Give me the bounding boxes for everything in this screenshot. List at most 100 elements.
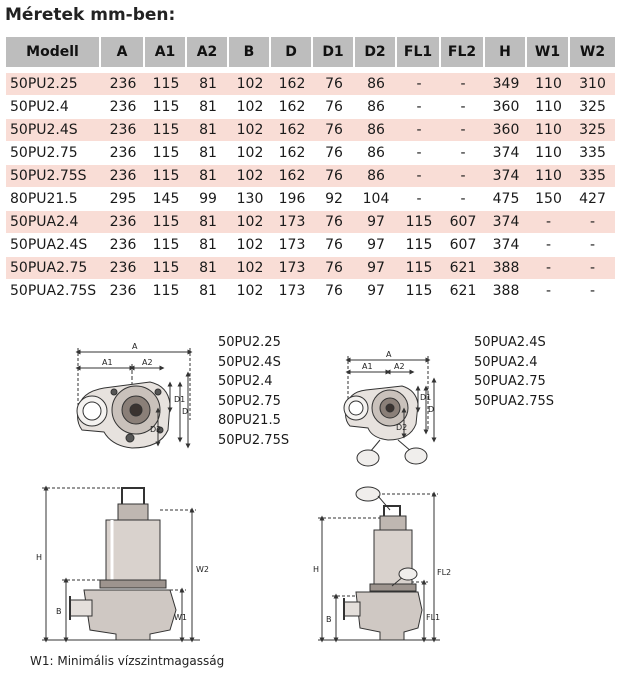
model-list-pua: 50PUA2.4S 50PUA2.4 50PUA2.75 50PUA2.75S xyxy=(474,333,554,411)
table-cell: 115 xyxy=(397,279,441,302)
dim-label-fl2: FL2 xyxy=(437,568,451,577)
table-cell: 374 xyxy=(485,210,527,233)
model-list-item: 50PU2.4S xyxy=(218,354,281,370)
table-cell: 81 xyxy=(187,72,229,95)
table-cell: 86 xyxy=(355,164,397,187)
table-cell: 76 xyxy=(313,141,355,164)
table-cell: 97 xyxy=(355,210,397,233)
table-cell: 102 xyxy=(229,164,271,187)
model-list-pu: 50PU2.25 50PU2.4S 50PU2.4 50PU2.75 80PU2… xyxy=(218,333,289,450)
dim-label-a: A xyxy=(132,342,138,351)
table-cell: 236 xyxy=(101,141,145,164)
dim-label-a1-pua: A1 xyxy=(362,362,373,371)
table-cell: 110 xyxy=(527,141,570,164)
table-cell: 236 xyxy=(101,233,145,256)
table-cell: 162 xyxy=(271,118,313,141)
column-header: D1 xyxy=(313,37,355,67)
model-list-item: 50PU2.4 xyxy=(218,374,273,389)
table-cell: 145 xyxy=(145,187,187,210)
column-header: FL2 xyxy=(441,37,485,67)
column-header: W2 xyxy=(570,37,615,67)
table-cell: 374 xyxy=(485,141,527,164)
table-cell: 102 xyxy=(229,141,271,164)
model-list-item: 50PU2.75 xyxy=(218,393,281,409)
table-cell: - xyxy=(527,279,570,302)
table-cell: 236 xyxy=(101,72,145,95)
table-cell: 81 xyxy=(187,233,229,256)
column-header: W1 xyxy=(527,37,570,67)
table-cell: 162 xyxy=(271,164,313,187)
table-cell: 76 xyxy=(313,164,355,187)
table-cell: 81 xyxy=(187,279,229,302)
table-cell: 102 xyxy=(229,279,271,302)
model-list-item: 50PUA2.4S xyxy=(474,335,546,350)
model-list-item: 50PUA2.75 xyxy=(474,374,546,389)
table-cell: 196 xyxy=(271,187,313,210)
table-cell: 102 xyxy=(229,72,271,95)
table-cell: 86 xyxy=(355,72,397,95)
table-cell: 102 xyxy=(229,95,271,118)
table-cell: 81 xyxy=(187,164,229,187)
table-cell: - xyxy=(527,210,570,233)
table-cell: 349 xyxy=(485,72,527,95)
model-cell: 50PU2.4 xyxy=(6,95,101,118)
column-header: Modell xyxy=(6,37,101,67)
table-cell: 607 xyxy=(441,233,485,256)
table-cell: 236 xyxy=(101,256,145,279)
table-cell: 102 xyxy=(229,233,271,256)
dim-label-w1: W1 xyxy=(174,613,187,622)
table-cell: 92 xyxy=(313,187,355,210)
table-cell: 76 xyxy=(313,233,355,256)
table-cell: 475 xyxy=(485,187,527,210)
table-cell: 374 xyxy=(485,164,527,187)
table-cell: 102 xyxy=(229,118,271,141)
table-cell: 86 xyxy=(355,141,397,164)
table-cell: 115 xyxy=(145,256,187,279)
table-cell: 236 xyxy=(101,210,145,233)
model-list-item: 50PU2.25 xyxy=(218,335,281,350)
table-cell: 81 xyxy=(187,256,229,279)
model-list-item: 50PUA2.75S xyxy=(474,393,554,409)
column-header: FL1 xyxy=(397,37,441,67)
table-cell: 97 xyxy=(355,256,397,279)
table-cell: 335 xyxy=(570,164,615,187)
column-header: A xyxy=(101,37,145,67)
table-cell: 102 xyxy=(229,256,271,279)
table-cell: - xyxy=(527,233,570,256)
table-cell: - xyxy=(441,118,485,141)
dim-label-h: H xyxy=(36,553,42,562)
table-cell: - xyxy=(397,164,441,187)
dim-label-fl1: FL1 xyxy=(426,613,440,622)
table-cell: - xyxy=(527,256,570,279)
table-cell: 236 xyxy=(101,118,145,141)
model-cell: 50PUA2.4 xyxy=(6,210,101,233)
column-header: A1 xyxy=(145,37,187,67)
table-cell: - xyxy=(570,279,615,302)
dim-label-a-pua: A xyxy=(386,350,392,359)
table-cell: 97 xyxy=(355,279,397,302)
table-cell: 110 xyxy=(527,118,570,141)
table-cell: 173 xyxy=(271,233,313,256)
table-cell: 76 xyxy=(313,72,355,95)
table-cell: 236 xyxy=(101,95,145,118)
page-title: Méretek mm-ben: xyxy=(5,5,176,25)
model-cell: 50PU2.4S xyxy=(6,118,101,141)
table-cell: 115 xyxy=(145,164,187,187)
table-cell: 162 xyxy=(271,95,313,118)
table-cell: 427 xyxy=(570,187,615,210)
dim-label-b: B xyxy=(56,607,62,616)
model-cell: 50PU2.75S xyxy=(6,164,101,187)
table-cell: 607 xyxy=(441,210,485,233)
dim-label-w2: W2 xyxy=(196,565,209,574)
table-cell: - xyxy=(441,95,485,118)
model-cell: 50PUA2.75S xyxy=(6,279,101,302)
table-cell: 360 xyxy=(485,95,527,118)
